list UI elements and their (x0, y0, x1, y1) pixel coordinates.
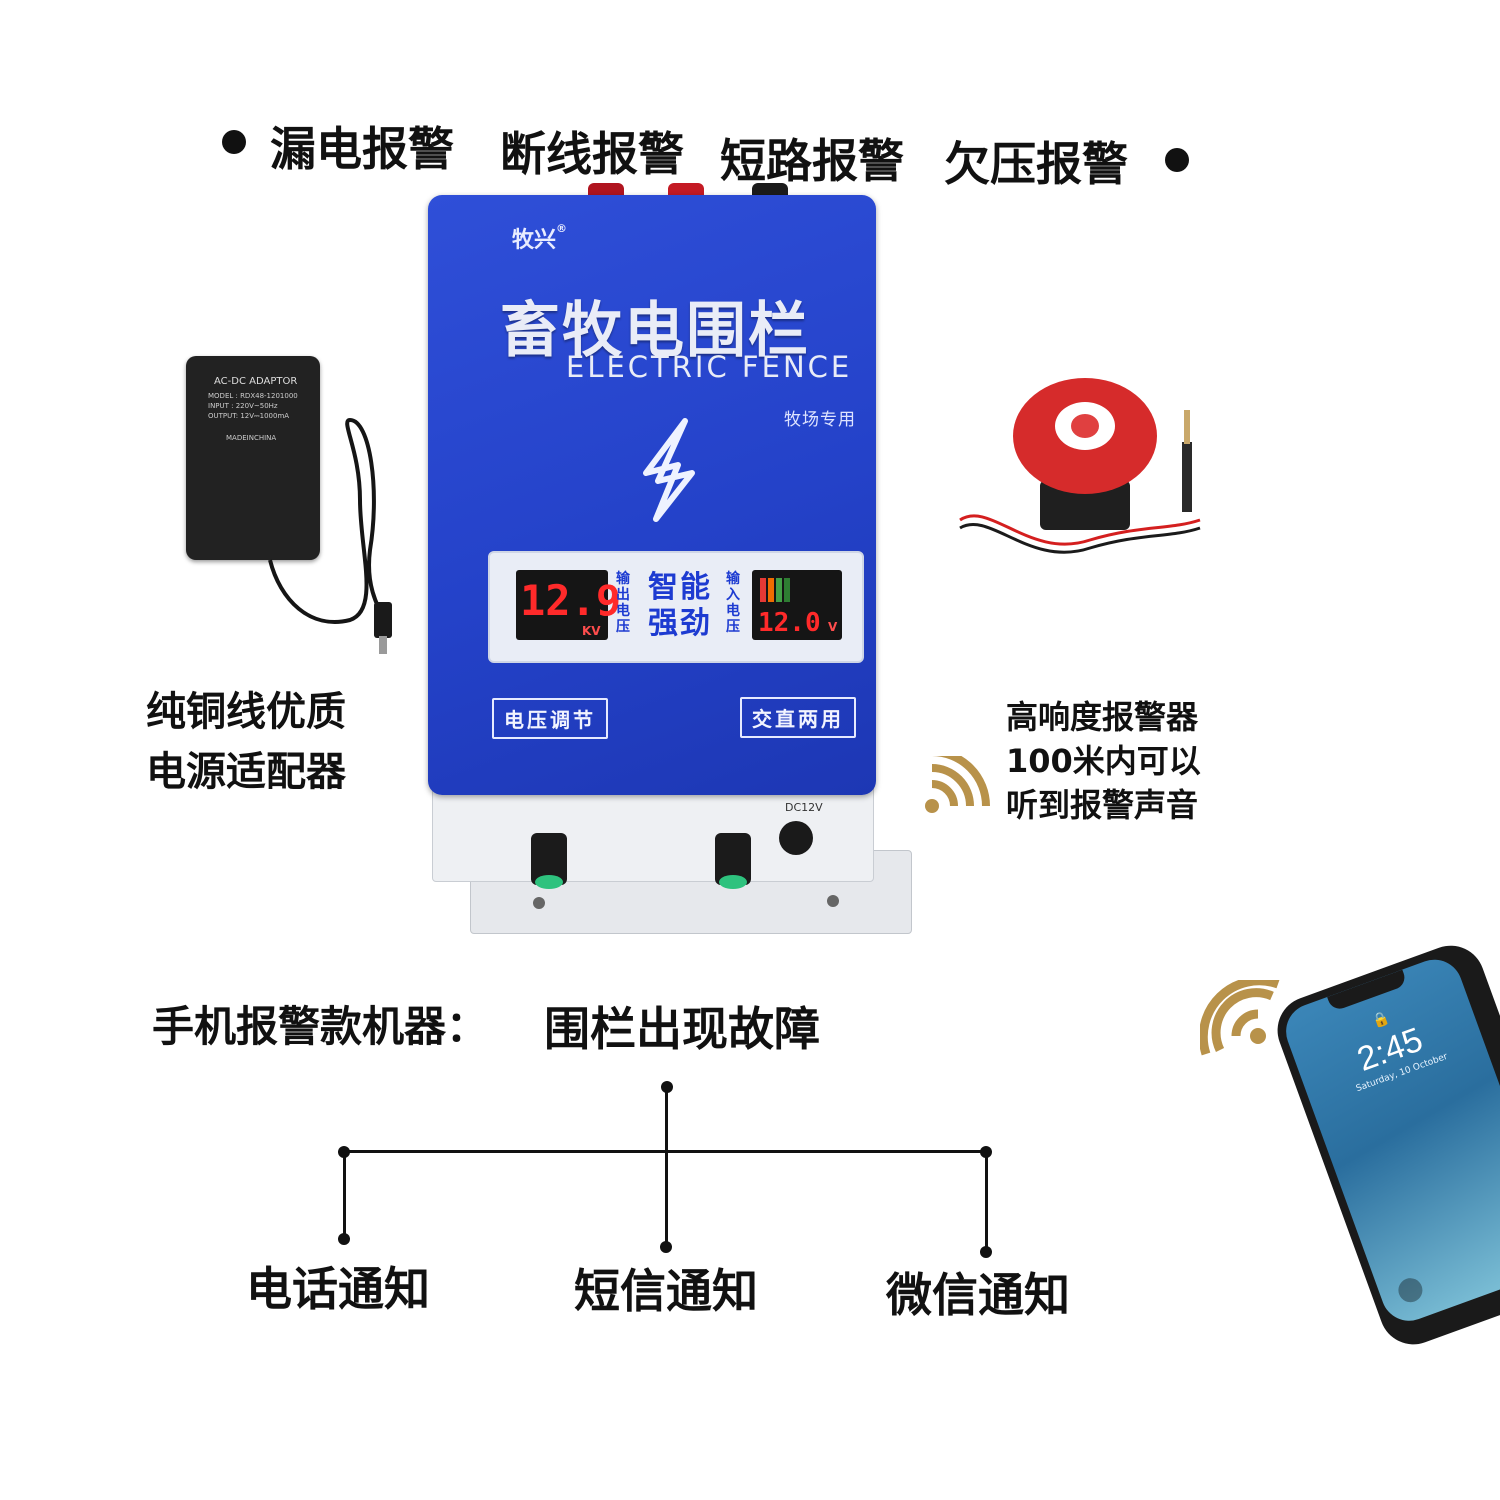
level-bar-orange (768, 578, 774, 602)
adapter-cable (268, 417, 392, 654)
adapter-caption-line-1: 纯铜线优质 (146, 689, 346, 735)
alarm-type-2: 断线报警 (500, 127, 684, 181)
input-voltage-display: 12.0 V (752, 570, 842, 640)
device-title-en: ELECTRIC FENCE (566, 350, 853, 384)
input-voltage-value: 12.0 (758, 608, 821, 638)
sound-wave-icon (925, 756, 990, 813)
smart-text-line-2: 强劲 (648, 606, 712, 641)
mount-hole-left (533, 897, 545, 909)
voltage-knob-left[interactable] (531, 833, 567, 889)
lightning-bolt-icon (643, 418, 695, 522)
knob-cap-right (719, 875, 747, 889)
voltage-knob-right[interactable] (715, 833, 751, 889)
brand-logo: 牧兴® (512, 222, 567, 254)
power-adapter: AC-DC ADAPTOR MODEL : RDX48-1201000 INPU… (186, 356, 320, 560)
output-voltage-display: 12.9 KV (516, 570, 621, 640)
phone-alarm-trigger: 围栏出现故障 (544, 1002, 820, 1056)
jack-label: DC12V (785, 801, 823, 814)
level-bar-green-2 (784, 578, 790, 602)
display-panel: 12.9 KV 输出电压 智能 强劲 输入电压 12.0 V (488, 551, 864, 663)
output-voltage-unit: KV (582, 624, 601, 638)
input-voltage-label: 输入电压 (726, 571, 740, 635)
flashlight-icon[interactable] (1395, 1274, 1426, 1306)
input-voltage-unit: V (828, 620, 838, 634)
adapter-label-output: OUTPUT: 12V⎓1000mA (208, 412, 290, 420)
mount-hole-right (827, 895, 839, 907)
smart-text-line-1: 智能 (648, 570, 712, 605)
siren-caption-line-3: 听到报警声音 (1006, 786, 1199, 824)
power-jack[interactable] (779, 821, 813, 855)
tree-dot-left-bottom (338, 1233, 350, 1245)
tree-branch-right (985, 1152, 988, 1250)
device-subtitle: 牧场专用 (784, 410, 856, 430)
phone-notch (1327, 969, 1408, 1013)
bullet-right (1165, 148, 1189, 172)
brand-name: 牧兴 (512, 228, 557, 253)
tree-branch-left (343, 1152, 346, 1238)
ac-dc-label: 交直两用 (740, 697, 856, 738)
adapter-label-input: INPUT : 220V~50Hz (208, 402, 278, 410)
phone-screen[interactable]: 🔒 2:45 Saturday, 10 October (1278, 951, 1500, 1329)
lock-icon: 🔒 (1370, 1009, 1392, 1031)
siren-caption-line-2: 100米内可以 (1006, 742, 1201, 780)
bullet-left (222, 130, 246, 154)
tree-crossbar (344, 1150, 986, 1153)
adapter-label-title: AC-DC ADAPTOR (214, 376, 298, 387)
level-bar-red (760, 578, 766, 602)
adapter-label-model: MODEL : RDX48-1201000 (208, 392, 298, 400)
adapter-caption-line-2: 电源适配器 (146, 749, 346, 795)
alarm-type-4: 欠压报警 (944, 137, 1128, 191)
phone-alarm-lead: 手机报警款机器： (152, 1002, 489, 1051)
tree-dot-middle-bottom (660, 1241, 672, 1253)
smartphone: 🔒 2:45 Saturday, 10 October (1268, 936, 1500, 1354)
wifi-signal-icon (1200, 980, 1280, 1056)
voltage-adjust-label: 电压调节 (492, 698, 608, 739)
knob-cap-left (535, 875, 563, 889)
notify-sms: 短信通知 (574, 1264, 758, 1318)
device-title-cn: 畜牧电围栏 (500, 296, 810, 366)
device-front-panel (428, 195, 876, 795)
siren-speaker (959, 378, 1201, 554)
tree-dot-right-bottom (980, 1246, 992, 1258)
tree-trunk (665, 1087, 668, 1247)
level-bar-green-1 (776, 578, 782, 602)
siren-caption-line-1: 高响度报警器 (1006, 698, 1199, 736)
registered-mark: ® (556, 222, 568, 235)
output-voltage-label: 输出电压 (616, 571, 630, 635)
alarm-type-1: 漏电报警 (270, 122, 454, 176)
alarm-type-3: 短路报警 (720, 134, 904, 188)
notify-phone-call: 电话通知 (246, 1262, 430, 1316)
output-voltage-value: 12.9 (520, 576, 622, 625)
adapter-label-made-in: MADEINCHINA (226, 434, 277, 442)
notify-wechat: 微信通知 (886, 1268, 1070, 1322)
